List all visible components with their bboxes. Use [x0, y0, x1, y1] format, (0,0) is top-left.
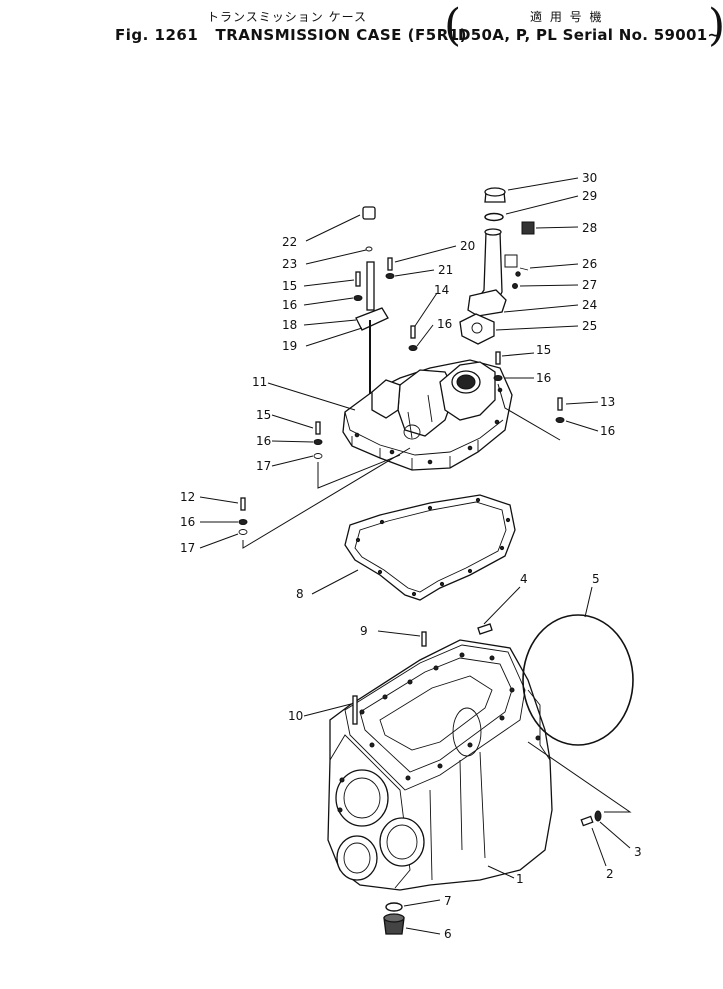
callout-7: 7 [444, 894, 452, 908]
japanese-applicability: 適 用 号 機 [530, 10, 604, 24]
figure-number: Fig. 1261 [115, 26, 199, 44]
close-paren: ) [708, 4, 723, 48]
callout-9: 9 [360, 624, 368, 638]
figure-title: Fig. 1261 TRANSMISSION CASE (F5R1) [115, 26, 467, 44]
callout-22: 22 [282, 235, 297, 249]
callout-21: 21 [438, 263, 453, 277]
callout-1: 1 [516, 872, 524, 886]
callout-17: 17 [256, 459, 271, 473]
callout-14: 14 [434, 283, 449, 297]
callout-10: 10 [288, 709, 303, 723]
filler-pipe-assembly [467, 187, 535, 317]
callout-3: 3 [634, 845, 642, 859]
callout-17: 17 [180, 541, 195, 555]
callout-8: 8 [296, 587, 304, 601]
callout-20: 20 [460, 239, 475, 253]
callout-16: 16 [282, 298, 297, 312]
leader-lines [199, 177, 632, 935]
pipe-gasket [459, 313, 495, 345]
callout-15: 15 [536, 343, 551, 357]
callout-16: 16 [437, 317, 452, 331]
callout-16: 16 [600, 424, 615, 438]
bolts-and-washers [238, 257, 602, 935]
large-o-ring [522, 614, 634, 746]
open-paren: ( [444, 0, 462, 51]
callout-15: 15 [256, 408, 271, 422]
callout-15: 15 [282, 279, 297, 293]
transmission-top-cover [342, 359, 513, 471]
callout-18: 18 [282, 318, 297, 332]
japanese-title: トランスミッション ケース [207, 10, 367, 24]
callout-6: 6 [444, 927, 452, 941]
callout-26: 26 [582, 257, 597, 271]
callout-24: 24 [582, 298, 597, 312]
part-group-title: TRANSMISSION CASE (F5R1) [215, 26, 468, 44]
callout-27: 27 [582, 278, 597, 292]
callout-2: 2 [606, 867, 614, 881]
callout-30: 30 [582, 171, 597, 185]
callout-29: 29 [582, 189, 597, 203]
callout-5: 5 [592, 572, 600, 586]
dipstick-assembly [355, 206, 389, 394]
applicability-line: D50A, P, PL Serial No. 59001~ [458, 26, 721, 44]
cover-gasket [344, 494, 516, 601]
callout-25: 25 [582, 319, 597, 333]
transmission-case-body [327, 639, 553, 891]
callout-19: 19 [282, 339, 297, 353]
callout-28: 28 [582, 221, 597, 235]
callout-numbers: 30 29 28 22 20 23 21 26 15 27 14 16 24 1… [180, 171, 642, 941]
callout-11: 11 [252, 375, 267, 389]
callout-23: 23 [282, 257, 297, 271]
callout-16: 16 [256, 434, 271, 448]
callout-13: 13 [600, 395, 615, 409]
callout-16: 16 [180, 515, 195, 529]
callout-16: 16 [536, 371, 551, 385]
callout-4: 4 [520, 572, 528, 586]
callout-12: 12 [180, 490, 195, 504]
